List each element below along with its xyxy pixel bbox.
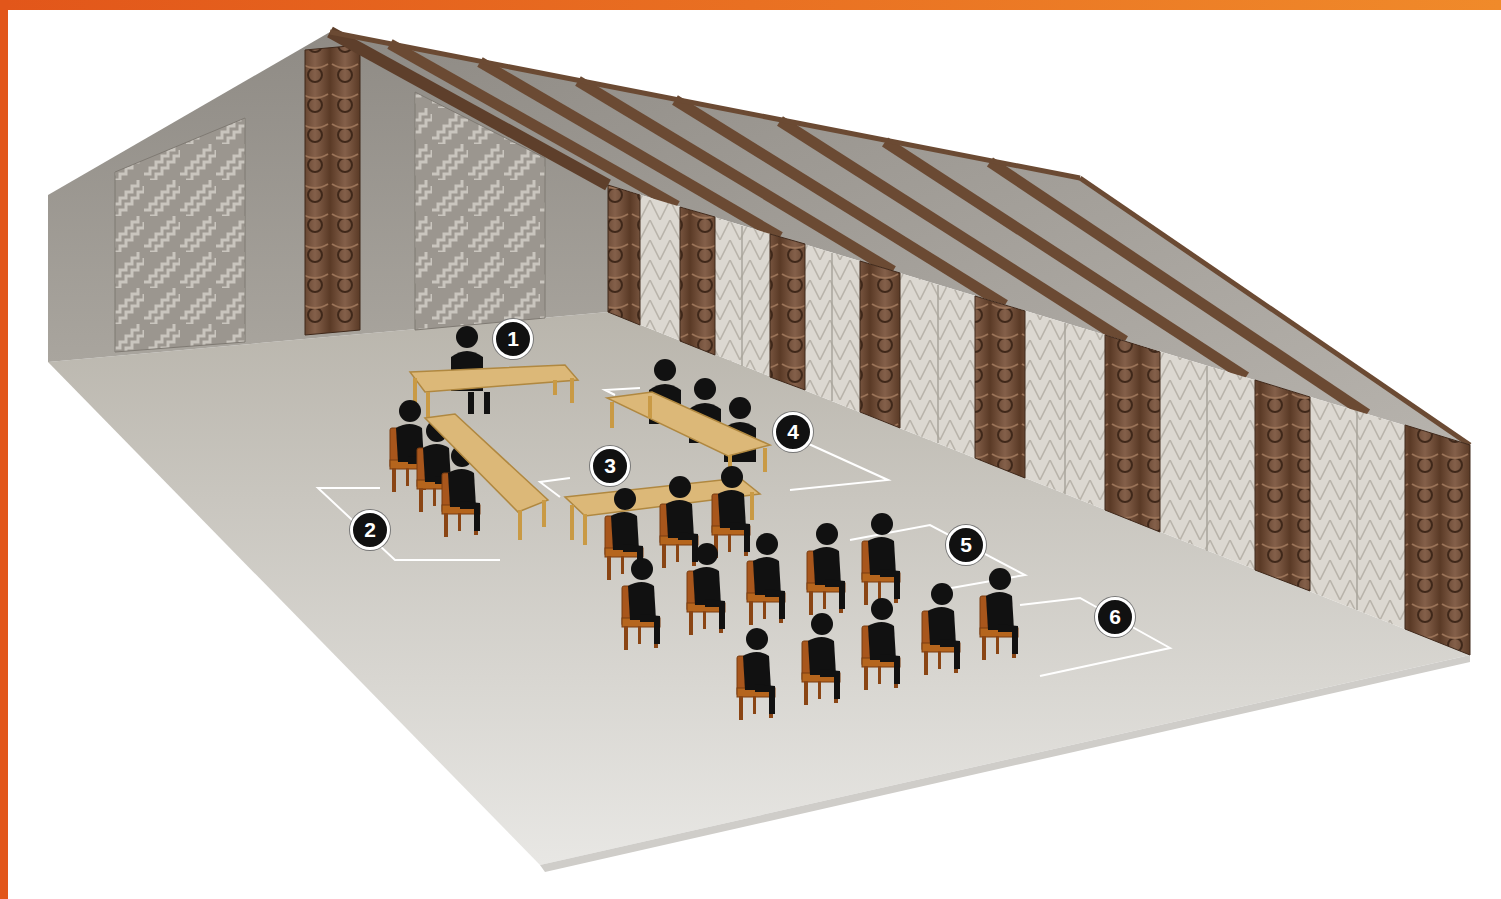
audience [605,466,1018,720]
seated-person [747,533,785,625]
carved-panel [1255,380,1310,591]
carved-panel [975,296,1025,478]
carved-panel [770,234,805,390]
table-legs [415,378,572,418]
carved-post [305,45,360,335]
frame-left [0,0,8,899]
gable-board [330,32,608,185]
table-legs [520,500,544,540]
floor-marking [1020,598,1170,676]
ridge-edge [330,32,1080,178]
seated-person [622,558,660,650]
frame-top [0,0,1501,10]
seated-person [862,598,900,690]
table [410,365,578,418]
panel-seam [741,226,743,366]
carved-panel [1105,335,1160,532]
seated-person [862,513,900,605]
roof [330,32,1470,445]
table-top [410,365,578,392]
carved-panels [608,185,1470,655]
carved-panel [608,185,640,325]
floor-edge [540,655,1470,872]
panel-seam [1064,323,1066,494]
floor-markings [318,388,1170,676]
table [607,392,770,484]
callout-number: 4 [773,412,813,452]
person-legs [468,392,490,414]
panel-seam [937,285,939,443]
carved-panel [680,207,715,355]
carved-panel [1405,425,1470,655]
callout-number: 5 [946,525,986,565]
carved-panel [860,261,900,428]
panel-seam [1356,411,1358,610]
table-top [425,414,548,512]
seated-person [687,543,725,635]
table [425,414,548,540]
floor [48,312,1470,865]
table-top [607,392,770,456]
callout-number: 2 [350,510,390,550]
seated-person [807,523,845,615]
seated-person [712,466,750,558]
callout-number: 3 [590,446,630,486]
tukutuku-panel [115,118,245,352]
seated-person [980,568,1018,660]
rafter [390,44,677,206]
side-wall [608,185,1470,655]
seated-person [660,476,698,568]
panel-seam [831,253,833,401]
callout-number: 6 [1095,597,1135,637]
floor-marking [540,478,570,497]
seated-person [802,613,840,705]
callout-number: 1 [493,319,533,359]
seated-person [737,628,775,720]
seated-person [922,583,960,675]
table-legs [612,396,765,484]
panel-seam [1206,366,1208,551]
